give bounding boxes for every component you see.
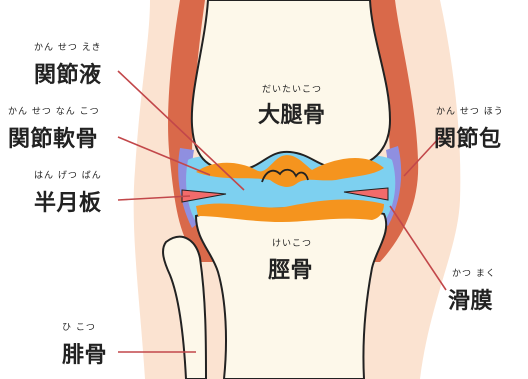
fibula-label: 腓骨 [62,337,107,369]
articular-cartilage-label: 関節軟骨 [8,121,98,153]
fibula-ruby: ひ こつ [62,320,96,333]
femur-label: 大腿骨 [258,97,326,129]
articular-cartilage-ruby: かん せつ なん こつ [8,104,100,117]
joint-capsule-label: 関節包 [434,121,502,153]
meniscus-ruby: はん げつ ばん [34,168,102,181]
synovium-label: 滑膜 [448,283,493,315]
joint-capsule-ruby: かん せつ ほう [436,104,504,117]
joint-fluid-label: 関節液 [34,57,102,89]
synovium-ruby: かつ まく [452,266,496,279]
tibia-label: 脛骨 [268,252,313,284]
meniscus-label: 半月板 [34,185,102,217]
femur-ruby: だいたいこつ [262,82,322,95]
tibia-ruby: けいこつ [272,236,312,249]
joint-fluid-ruby: かん せつ えき [34,40,101,53]
